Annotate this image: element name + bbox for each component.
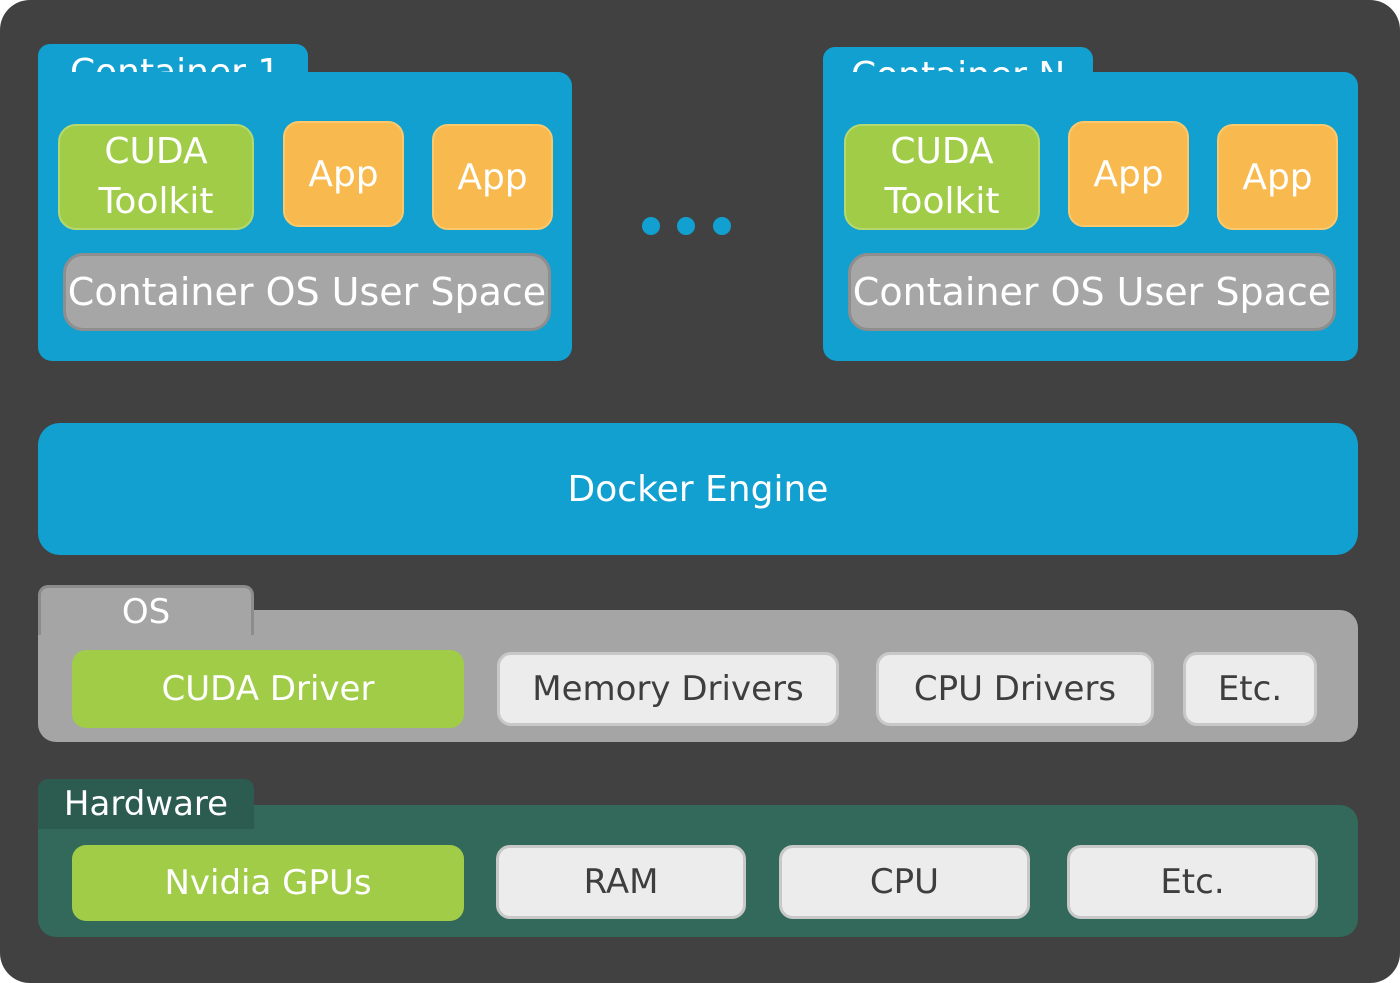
cuda-toolkit-line1: CUDA	[104, 131, 208, 172]
container-1-app-1: App	[283, 121, 404, 227]
cpu-drivers: CPU Drivers	[876, 652, 1154, 726]
container-n-user-space: Container OS User Space	[848, 253, 1336, 331]
app-label: App	[1242, 156, 1313, 198]
user-space-label: Container OS User Space	[852, 270, 1332, 314]
nvidia-gpus-label: Nvidia GPUs	[164, 863, 372, 903]
cuda-toolkit-line2: Toolkit	[884, 181, 1000, 222]
ellipsis-dot	[642, 217, 660, 235]
nvidia-gpus: Nvidia GPUs	[72, 845, 464, 921]
ellipsis-dot	[677, 217, 695, 235]
cpu-drivers-label: CPU Drivers	[913, 669, 1117, 709]
ram-label: RAM	[583, 862, 659, 902]
hardware-etc-label: Etc.	[1160, 862, 1225, 902]
os-tab: OS	[38, 585, 254, 635]
container-1-cuda-toolkit: CUDA Toolkit	[58, 124, 254, 230]
container-1-app-2: App	[432, 124, 553, 230]
container-n-cuda-toolkit: CUDA Toolkit	[844, 124, 1040, 230]
os-title: OS	[121, 591, 171, 632]
app-label: App	[1093, 153, 1164, 195]
cpu-label: CPU	[869, 862, 940, 902]
container-1-user-space: Container OS User Space	[63, 253, 551, 331]
cuda-toolkit-line1: CUDA	[890, 131, 994, 172]
memory-drivers: Memory Drivers	[497, 652, 839, 726]
cuda-driver: CUDA Driver	[72, 650, 464, 728]
docker-engine-label: Docker Engine	[567, 468, 829, 510]
hardware-etc: Etc.	[1067, 845, 1318, 919]
memory-drivers-label: Memory Drivers	[532, 669, 804, 709]
cuda-driver-label: CUDA Driver	[161, 669, 375, 709]
app-label: App	[457, 156, 528, 198]
os-etc: Etc.	[1183, 652, 1317, 726]
ram: RAM	[496, 845, 746, 919]
hardware-title: Hardware	[63, 784, 229, 824]
container-n-app-1: App	[1068, 121, 1189, 227]
docker-engine: Docker Engine	[38, 423, 1358, 555]
container-n-app-2: App	[1217, 124, 1338, 230]
cpu: CPU	[779, 845, 1030, 919]
app-label: App	[308, 153, 379, 195]
hardware-tab: Hardware	[38, 779, 254, 829]
os-etc-label: Etc.	[1217, 669, 1283, 709]
user-space-label: Container OS User Space	[67, 270, 547, 314]
ellipsis-dot	[713, 217, 731, 235]
cuda-toolkit-line2: Toolkit	[98, 181, 214, 222]
